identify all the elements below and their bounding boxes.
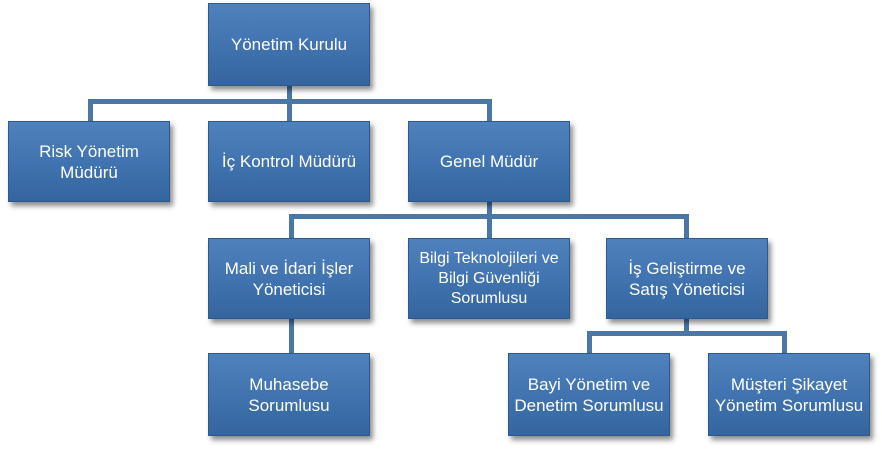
node-board-label: Yönetim Kurulu <box>230 35 348 54</box>
node-dealer-mgmt-label: Bayi Yönetim ve Denetim Sorumlusu <box>514 374 664 415</box>
connector-level3-bus <box>587 331 787 336</box>
node-finance-admin-label: Mali ve İdari İşler Yöneticisi <box>224 258 354 299</box>
node-accounting-label: Muhasebe Sorumlusu <box>248 374 330 415</box>
node-accounting: Muhasebe Sorumlusu <box>208 353 370 436</box>
connector-to-dealer-mgmt <box>587 331 592 353</box>
node-it-security: Bilgi Teknolojileri ve Bilgi Güvenliği S… <box>408 238 570 319</box>
connector-to-internal-control <box>287 99 292 121</box>
node-risk: Risk Yönetim Müdürü <box>8 121 170 202</box>
connector-to-accounting <box>289 319 294 353</box>
node-board: Yönetim Kurulu <box>208 3 370 86</box>
connector-to-general-manager <box>487 99 492 121</box>
connector-to-business-dev <box>684 214 689 238</box>
node-internal-control-label: İç Kontrol Müdürü <box>221 152 357 171</box>
connector-to-risk <box>88 99 93 121</box>
connector-to-it-security <box>487 214 492 238</box>
node-general-manager: Genel Müdür <box>408 121 570 202</box>
node-business-dev: İş Geliştirme ve Satış Yöneticisi <box>606 238 768 319</box>
node-finance-admin: Mali ve İdari İşler Yöneticisi <box>208 238 370 319</box>
connector-to-finance-admin <box>289 214 294 238</box>
node-it-security-label: Bilgi Teknolojileri ve Bilgi Güvenliği S… <box>419 249 559 307</box>
node-complaints-label: Müşteri Şikayet Yönetim Sorumlusu <box>714 374 864 415</box>
node-dealer-mgmt: Bayi Yönetim ve Denetim Sorumlusu <box>508 353 670 436</box>
node-business-dev-label: İş Geliştirme ve Satış Yöneticisi <box>628 258 746 299</box>
node-risk-label: Risk Yönetim Müdürü <box>39 141 139 182</box>
connector-to-complaints <box>782 331 787 353</box>
node-complaints: Müşteri Şikayet Yönetim Sorumlusu <box>708 353 870 436</box>
node-internal-control: İç Kontrol Müdürü <box>208 121 370 202</box>
connector-board-down <box>287 86 292 101</box>
node-general-manager-label: Genel Müdür <box>439 152 539 171</box>
connector-bd-down <box>684 319 689 334</box>
connector-gm-down <box>487 202 492 217</box>
